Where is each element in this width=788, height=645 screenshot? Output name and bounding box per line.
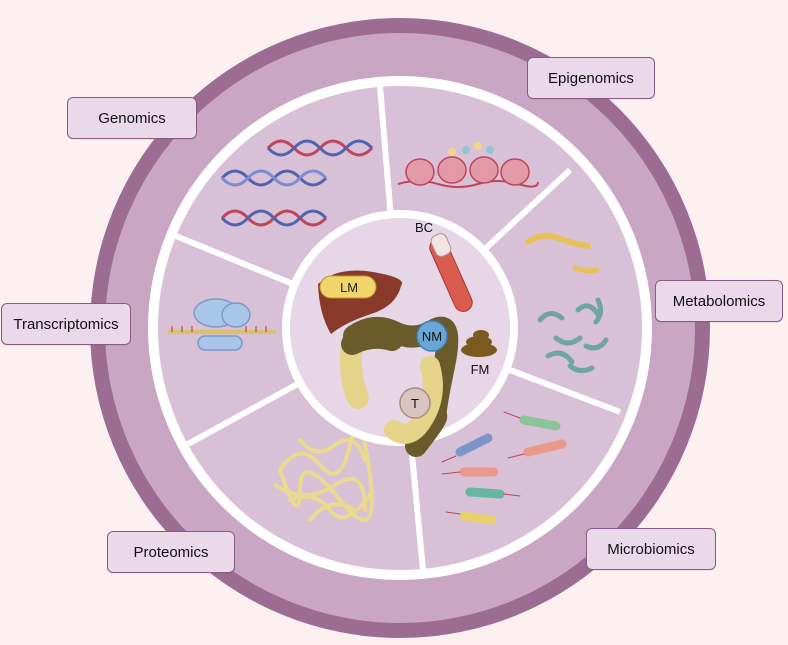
dna-helix-icon (220, 139, 374, 227)
liver-icon (318, 270, 403, 334)
center-label-fm: FM (471, 362, 490, 377)
protein-fold-icon (273, 426, 374, 522)
metabolite-icon (525, 232, 609, 374)
label-metabolomics: Metabolomics (655, 280, 783, 322)
center-label-bc: BC (415, 220, 433, 235)
nucleosome-icon (397, 142, 539, 188)
center-label-lm: LM (340, 280, 358, 295)
bacteria-icon (441, 411, 567, 525)
label-microbiomics: Microbiomics (586, 528, 716, 570)
center-label-t: T (411, 396, 419, 411)
ribosome-icon (168, 298, 276, 351)
blood-tube-icon (429, 233, 473, 312)
center-label-nm: NM (422, 329, 442, 344)
label-epigenomics: Epigenomics (527, 57, 655, 99)
label-transcriptomics: Transcriptomics (1, 303, 131, 345)
feces-icon (461, 330, 497, 357)
label-genomics: Genomics (67, 97, 197, 139)
label-proteomics: Proteomics (107, 531, 235, 573)
nm-marker (416, 320, 448, 352)
tumor-marker (399, 387, 431, 419)
